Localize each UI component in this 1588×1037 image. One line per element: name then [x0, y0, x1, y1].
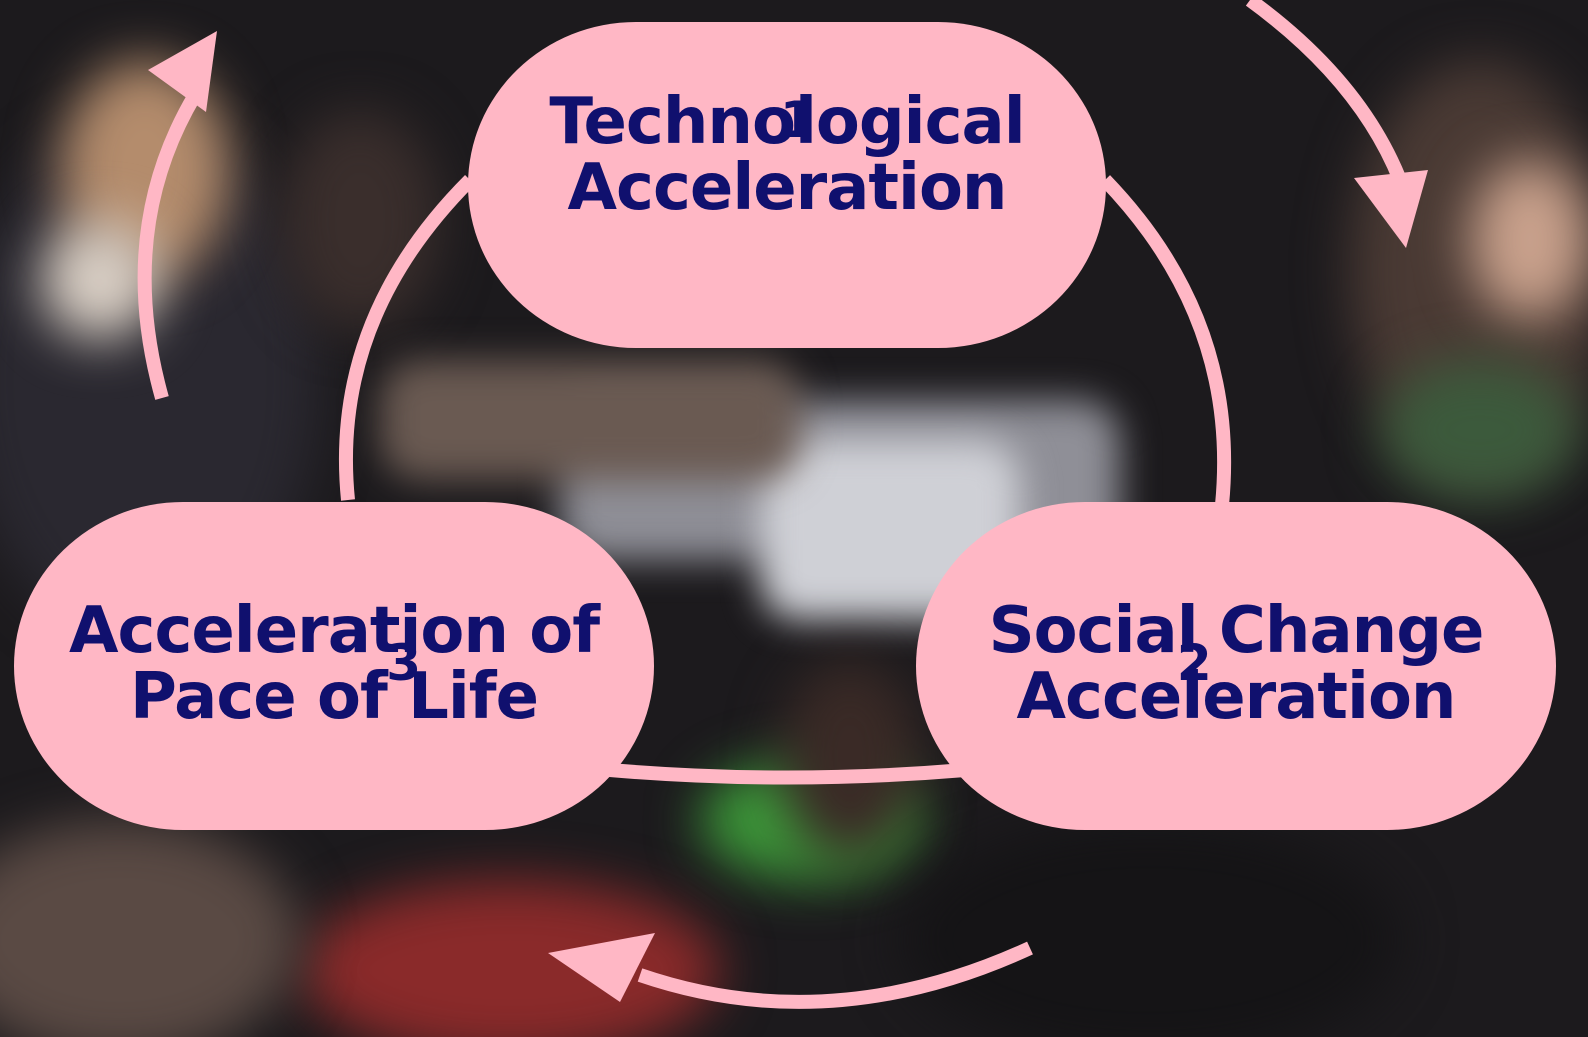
- node-label-line: Acceleration: [567, 151, 1008, 225]
- arrowhead-left: [148, 31, 217, 112]
- arrowhead-bottom: [548, 933, 655, 1002]
- node-label-line: Technological: [549, 85, 1025, 159]
- arrowhead-top-right: [1354, 170, 1428, 248]
- connector-ring-left: [338, 175, 475, 501]
- node-number: 1: [780, 91, 815, 149]
- connector-ring-right: [1099, 175, 1232, 506]
- node-label-line: Acceleration: [1016, 659, 1457, 734]
- node-number: 2: [1176, 633, 1212, 692]
- cycle-arrow-bottom: [637, 941, 1033, 1009]
- node-social-change-acceleration: Social Change Acceleration 2: [916, 502, 1556, 830]
- node-technological-acceleration: Technological Acceleration 1: [468, 22, 1106, 348]
- node-label-line: Pace of Life: [129, 659, 539, 734]
- node-pace-of-life-acceleration: Acceleration of Pace of Life 3: [14, 502, 654, 830]
- node-label-line: Acceleration of: [68, 593, 600, 668]
- cycle-arrow-left: [137, 91, 202, 400]
- node-label-line: Social Change: [988, 593, 1485, 668]
- cycle-arrow-top-right: [1245, 0, 1407, 183]
- connector-ring-bottom: [609, 763, 966, 785]
- node-number: 3: [386, 633, 421, 692]
